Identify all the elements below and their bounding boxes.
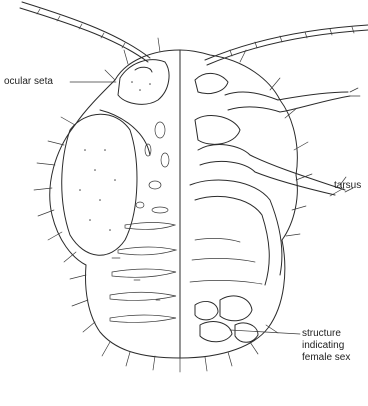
- head-region: [118, 60, 169, 105]
- tarsus-label: tarsus: [334, 180, 361, 191]
- structure-leader: [230, 330, 300, 334]
- structure-label-line1: structure: [302, 328, 341, 339]
- body-outline: [50, 50, 298, 358]
- structure-label-line2: indicating: [302, 340, 344, 351]
- ventral-plates: [190, 238, 262, 342]
- structure-label-line3: female sex: [302, 352, 350, 363]
- antennae: [20, 2, 368, 65]
- leader-lines: [70, 82, 344, 334]
- dorsal-plates: [110, 122, 176, 322]
- ocular-seta-label: ocular seta: [4, 76, 53, 87]
- wing-pad: [62, 110, 150, 255]
- setae: [34, 38, 312, 372]
